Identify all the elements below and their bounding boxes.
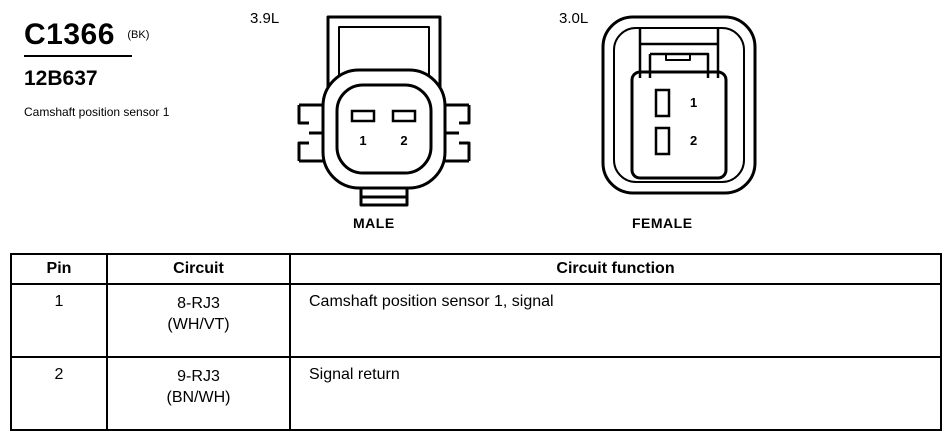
- male-body-outline: [321, 68, 447, 190]
- female-body-outline: [601, 15, 757, 195]
- male-label: MALE: [353, 215, 395, 231]
- male-left-ribs: [297, 103, 323, 163]
- connector-color: (BK): [127, 29, 150, 41]
- female-latch-notch: [665, 54, 691, 61]
- wire-color: (BN/WH): [166, 389, 231, 406]
- header-circuit: Circuit: [106, 253, 291, 285]
- male-engine-label: 3.9L: [250, 10, 280, 27]
- female-terminal-1: [654, 88, 671, 118]
- part-number: 12B637: [24, 67, 98, 90]
- table-header-row: Pin Circuit Circuit function: [10, 253, 942, 285]
- table-row: 2 9-RJ3 (BN/WH) Signal return: [10, 356, 942, 431]
- circuit-code: 8-RJ3: [177, 295, 220, 312]
- male-pin-label-1: 1: [359, 133, 366, 148]
- male-pin-label-2: 2: [400, 133, 407, 148]
- male-bottom-tab: [359, 188, 409, 207]
- circuit-function: Signal return: [289, 356, 942, 431]
- circuit-cell: 9-RJ3 (BN/WH): [106, 356, 291, 431]
- pin-number: 2: [10, 356, 108, 431]
- circuit-function: Camshaft position sensor 1, signal: [289, 283, 942, 358]
- connector-description: Camshaft position sensor 1: [24, 105, 170, 119]
- male-connector-diagram: 1 2: [297, 15, 471, 207]
- female-terminal-2: [654, 126, 671, 156]
- female-pin-label-2: 2: [690, 133, 697, 148]
- female-connector-diagram: 1 2: [601, 15, 757, 195]
- pin-number: 1: [10, 283, 108, 358]
- wire-color: (WH/VT): [167, 316, 230, 333]
- female-latch: [638, 28, 720, 78]
- pinout-table: Pin Circuit Circuit function 1 8-RJ3 (WH…: [10, 253, 942, 431]
- female-label: FEMALE: [632, 215, 693, 231]
- female-body-inner: [613, 27, 745, 183]
- header-rule: [24, 55, 132, 57]
- circuit-cell: 8-RJ3 (WH/VT): [106, 283, 291, 358]
- male-terminal-2: [391, 109, 417, 123]
- male-terminal-1: [350, 109, 376, 123]
- female-pin-label-1: 1: [690, 95, 697, 110]
- male-body-inner: [335, 83, 433, 175]
- male-right-ribs: [445, 103, 471, 163]
- header-pin: Pin: [10, 253, 108, 285]
- table-row: 1 8-RJ3 (WH/VT) Camshaft position sensor…: [10, 283, 942, 358]
- connector-header: C1366 (BK) 12B637 Camshaft position sens…: [24, 18, 194, 120]
- circuit-code: 9-RJ3: [177, 368, 220, 385]
- header-function: Circuit function: [289, 253, 942, 285]
- female-cavity: [630, 70, 728, 180]
- female-engine-label: 3.0L: [559, 10, 589, 27]
- connector-code: C1366: [24, 18, 115, 51]
